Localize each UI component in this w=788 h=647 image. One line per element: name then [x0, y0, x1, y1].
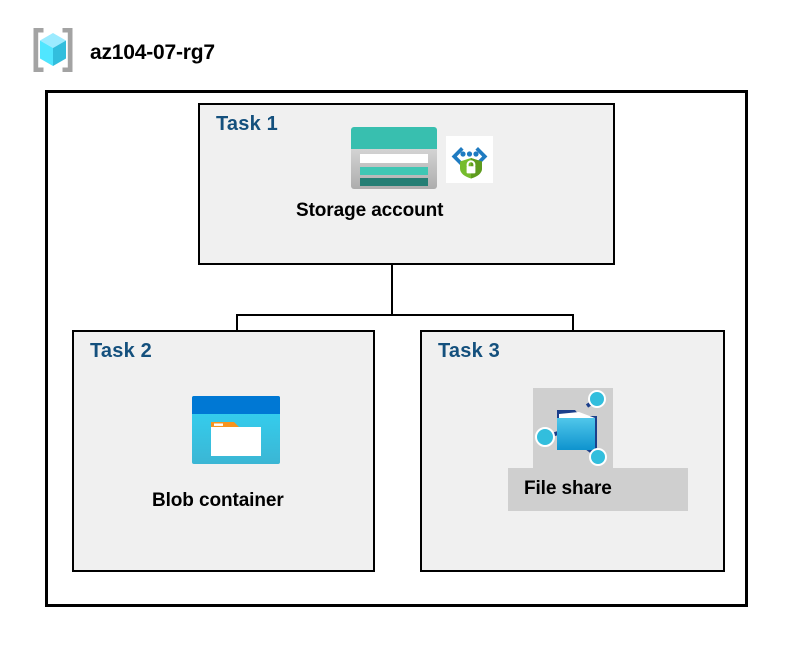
storage-account-caption: Storage account	[296, 200, 444, 221]
private-endpoint-shield-icon[interactable]	[446, 136, 493, 188]
resource-group-header: az104-07-rg7	[30, 26, 215, 79]
storage-account-icon[interactable]	[351, 127, 437, 194]
task-2-label: Task 2	[90, 340, 152, 362]
file-share-icon[interactable]	[535, 390, 613, 473]
azure-resource-group-icon	[30, 26, 76, 79]
blob-container-icon[interactable]	[192, 396, 280, 469]
task-3-label: Task 3	[438, 340, 500, 362]
task-1-label: Task 1	[216, 113, 278, 135]
connector-branch-bar	[236, 314, 574, 316]
resource-group-title: az104-07-rg7	[90, 40, 215, 64]
task-2-box[interactable]: Task 2	[72, 330, 375, 572]
file-share-caption: File share	[524, 478, 612, 499]
file-share-caption-highlight	[508, 468, 688, 511]
blob-container-caption: Blob container	[152, 490, 284, 511]
connector-storage-down	[391, 238, 393, 315]
